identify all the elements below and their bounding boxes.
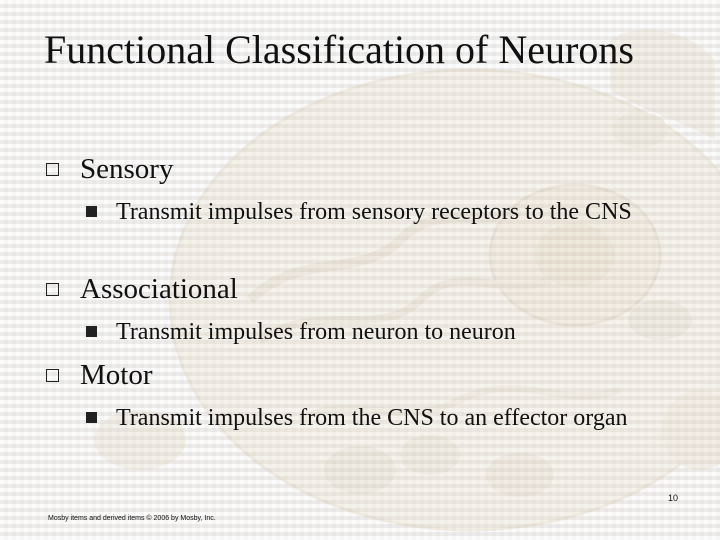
hollow-square-bullet-icon (46, 163, 59, 176)
hollow-square-bullet-icon (46, 369, 59, 382)
filled-square-bullet-icon (86, 326, 97, 337)
hollow-square-bullet-icon (46, 283, 59, 296)
bullet-associational: Associational (80, 273, 238, 305)
bullet-sensory: Sensory (80, 153, 174, 185)
sub-bullet-associational: Transmit impulses from neuron to neuron (116, 319, 516, 345)
slide-title: Functional Classification of Neurons (44, 27, 634, 72)
copyright-footer: Mosby items and derived items © 2006 by … (48, 515, 216, 522)
filled-square-bullet-icon (86, 412, 97, 423)
sub-bullet-motor: Transmit impulses from the CNS to an eff… (116, 405, 628, 431)
filled-square-bullet-icon (86, 206, 97, 217)
page-number: 10 (667, 493, 678, 503)
sub-bullet-sensory: Transmit impulses from sensory receptors… (116, 199, 632, 225)
bullet-motor: Motor (80, 359, 153, 391)
